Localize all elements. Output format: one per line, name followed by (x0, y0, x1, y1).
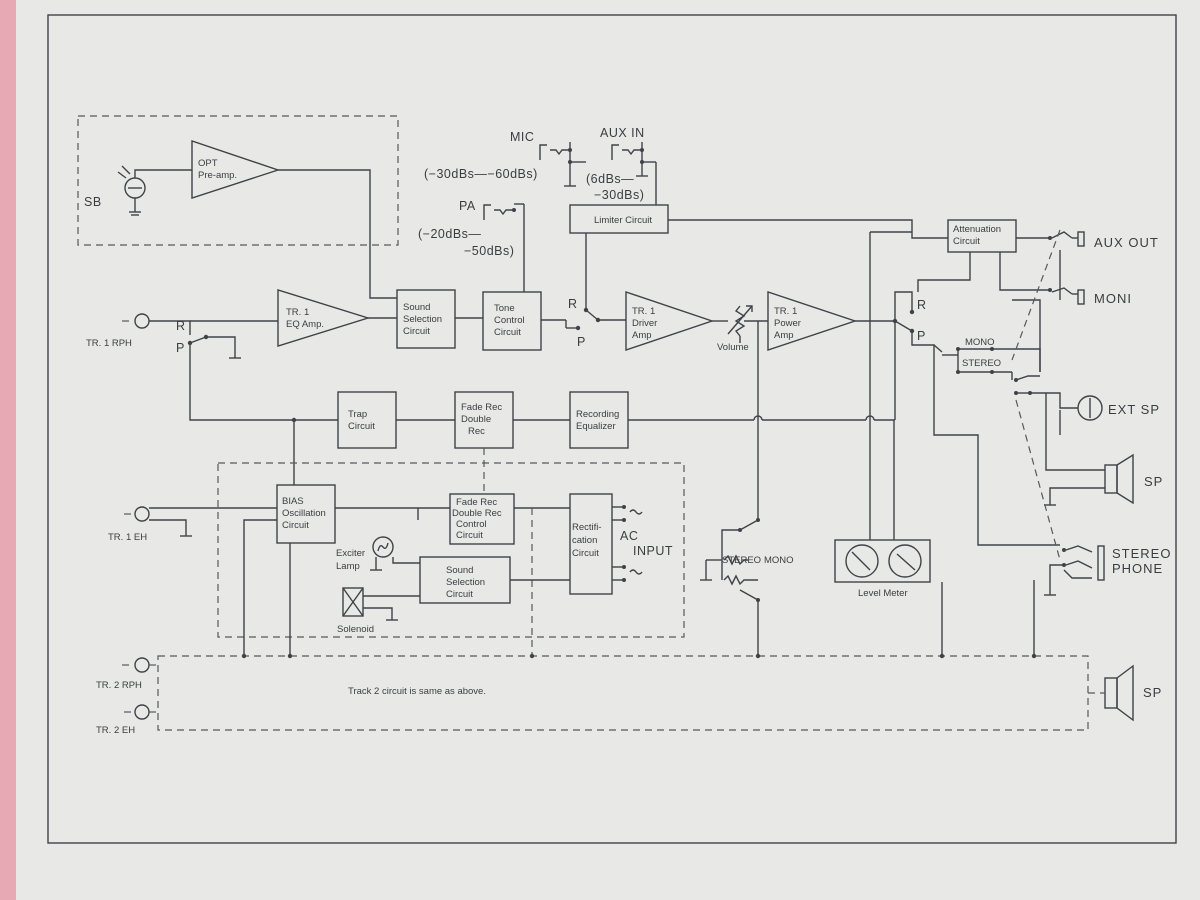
tr2-rph-label: TR. 2 RPH (96, 680, 142, 691)
mono-label: MONO (965, 337, 995, 348)
speaker-icon (1104, 453, 1134, 505)
out-switch-p-label: P (917, 329, 926, 343)
ext-sp-jack-icon (1014, 375, 1103, 421)
eq-amp-block (277, 289, 371, 347)
opt-preamp-block (191, 140, 281, 199)
eq-amp-text: TR. 1 EQ Amp. (286, 307, 324, 330)
tr2-eh-label: TR. 2 EH (96, 725, 135, 736)
control-group-outline (217, 462, 685, 638)
ac-label: AC (620, 529, 638, 543)
mic-level-label: (−30dBs—−60dBs) (424, 167, 538, 181)
level-meter-label: Level Meter (858, 588, 908, 599)
limiter-block (569, 204, 669, 234)
stereo-phone-label-1: STEREO (1112, 546, 1171, 561)
sound-selection-2-text: Sound Selection Circuit (446, 565, 488, 600)
aux-out-jack-icon (1048, 231, 1085, 247)
volume-label: Volume (717, 342, 749, 353)
speaker-2-icon (1104, 664, 1134, 722)
stereo-mono-switch-icon (700, 518, 760, 602)
pa-level-label-1: (−20dBs— (418, 227, 481, 241)
sp-label-1: SP (1144, 474, 1163, 489)
rectification-block (569, 493, 613, 595)
track2-note: Track 2 circuit is same as above. (348, 686, 486, 697)
aux-level-label-1: (6dBs— (586, 172, 634, 186)
trap-text: Trap Circuit (348, 409, 375, 432)
switch-mono-label: MONO (764, 555, 794, 566)
power-amp-text: TR. 1 Power Amp (774, 306, 804, 341)
input-label: INPUT (633, 544, 673, 558)
exciter-lamp-label-2: Lamp (336, 561, 360, 572)
driver-switch-r-label: R (568, 297, 578, 311)
fade-rec-control-block (449, 493, 515, 545)
ac-input-terminals-icon (612, 505, 643, 582)
level-meter-gauges-icon (845, 544, 922, 578)
driver-amp-block (625, 291, 715, 351)
limiter-text: Limiter Circuit (594, 215, 652, 226)
rp-switch-r-label: R (176, 319, 186, 333)
tr1-eh-head-icon (124, 506, 150, 522)
photocell-icon (117, 165, 146, 216)
sound-selection-text: Sound Selection Circuit (403, 302, 445, 337)
fade-rec-double-rec-block (454, 391, 514, 449)
sound-selection-2-block (419, 556, 511, 604)
switch-stereo-label: STEREO (722, 555, 761, 566)
pa-level-label-2: −50dBs) (464, 244, 514, 258)
opt-preamp-text: OPT Pre-amp. (198, 158, 237, 181)
rectification-text: Rectifi- cation Circuit (572, 522, 604, 559)
volume-potentiometer-icon (712, 305, 753, 343)
sound-selection-block (396, 289, 456, 349)
pa-jack-icon (483, 203, 524, 220)
tr2-eh-head-icon (124, 704, 158, 720)
tone-control-text: Tone Control Circuit (494, 303, 527, 338)
out-switch-r-label: R (917, 298, 927, 312)
driver-amp-text: TR. 1 Driver Amp (632, 306, 660, 341)
solenoid-icon (342, 587, 364, 617)
power-amp-block (767, 291, 858, 351)
tr1-rph-head-icon (122, 313, 150, 329)
level-meter-block (834, 539, 931, 583)
exciter-lamp-icon (370, 536, 394, 571)
attenuation-text: Attenuation Circuit (953, 224, 1004, 247)
aux-level-label-2: −30dBs) (594, 188, 644, 202)
mic-jack-icon (539, 142, 576, 187)
solenoid-label: Solenoid (337, 624, 374, 635)
exciter-lamp-label-1: Exciter (336, 548, 365, 559)
attenuation-block (947, 219, 1017, 253)
aux-in-label: AUX IN (600, 126, 645, 140)
ext-sp-label: EXT SP (1108, 402, 1160, 417)
stereo-phone-label-2: PHONE (1112, 561, 1163, 576)
aux-in-jack-icon (611, 142, 648, 177)
fade-rec-control-text: Fade Rec Double Rec Control Circuit (452, 497, 504, 541)
sb-group-outline (77, 115, 399, 246)
stereo-phone-jack-icon (1062, 545, 1105, 581)
bias-oscillation-block (276, 484, 336, 544)
moni-jack-icon (1048, 287, 1085, 305)
mic-label: MIC (510, 130, 534, 144)
sp-label-2: SP (1143, 685, 1162, 700)
driver-switch-p-label: P (577, 335, 586, 349)
bias-oscillation-text: BIAS Oscillation Circuit (282, 496, 328, 531)
tr1-rph-label: TR. 1 RPH (86, 338, 132, 349)
tr1-eh-label: TR. 1 EH (108, 532, 147, 543)
tr2-rph-head-icon (122, 657, 158, 673)
aux-out-label: AUX OUT (1094, 235, 1159, 250)
recording-equalizer-block (569, 391, 629, 449)
trap-block (337, 391, 397, 449)
tone-control-block (482, 291, 542, 351)
fade-rec-double-rec-text: Fade Rec Double Rec (461, 402, 505, 437)
pa-label: PA (459, 199, 476, 213)
sb-label: SB (84, 195, 102, 209)
page-border (47, 14, 1177, 844)
recording-equalizer-text: Recording Equalizer (576, 409, 622, 432)
track2-group-outline (157, 655, 1089, 731)
stereo-label: STEREO (962, 358, 1001, 369)
rp-switch-p-label: P (176, 341, 185, 355)
moni-label: MONI (1094, 291, 1132, 306)
